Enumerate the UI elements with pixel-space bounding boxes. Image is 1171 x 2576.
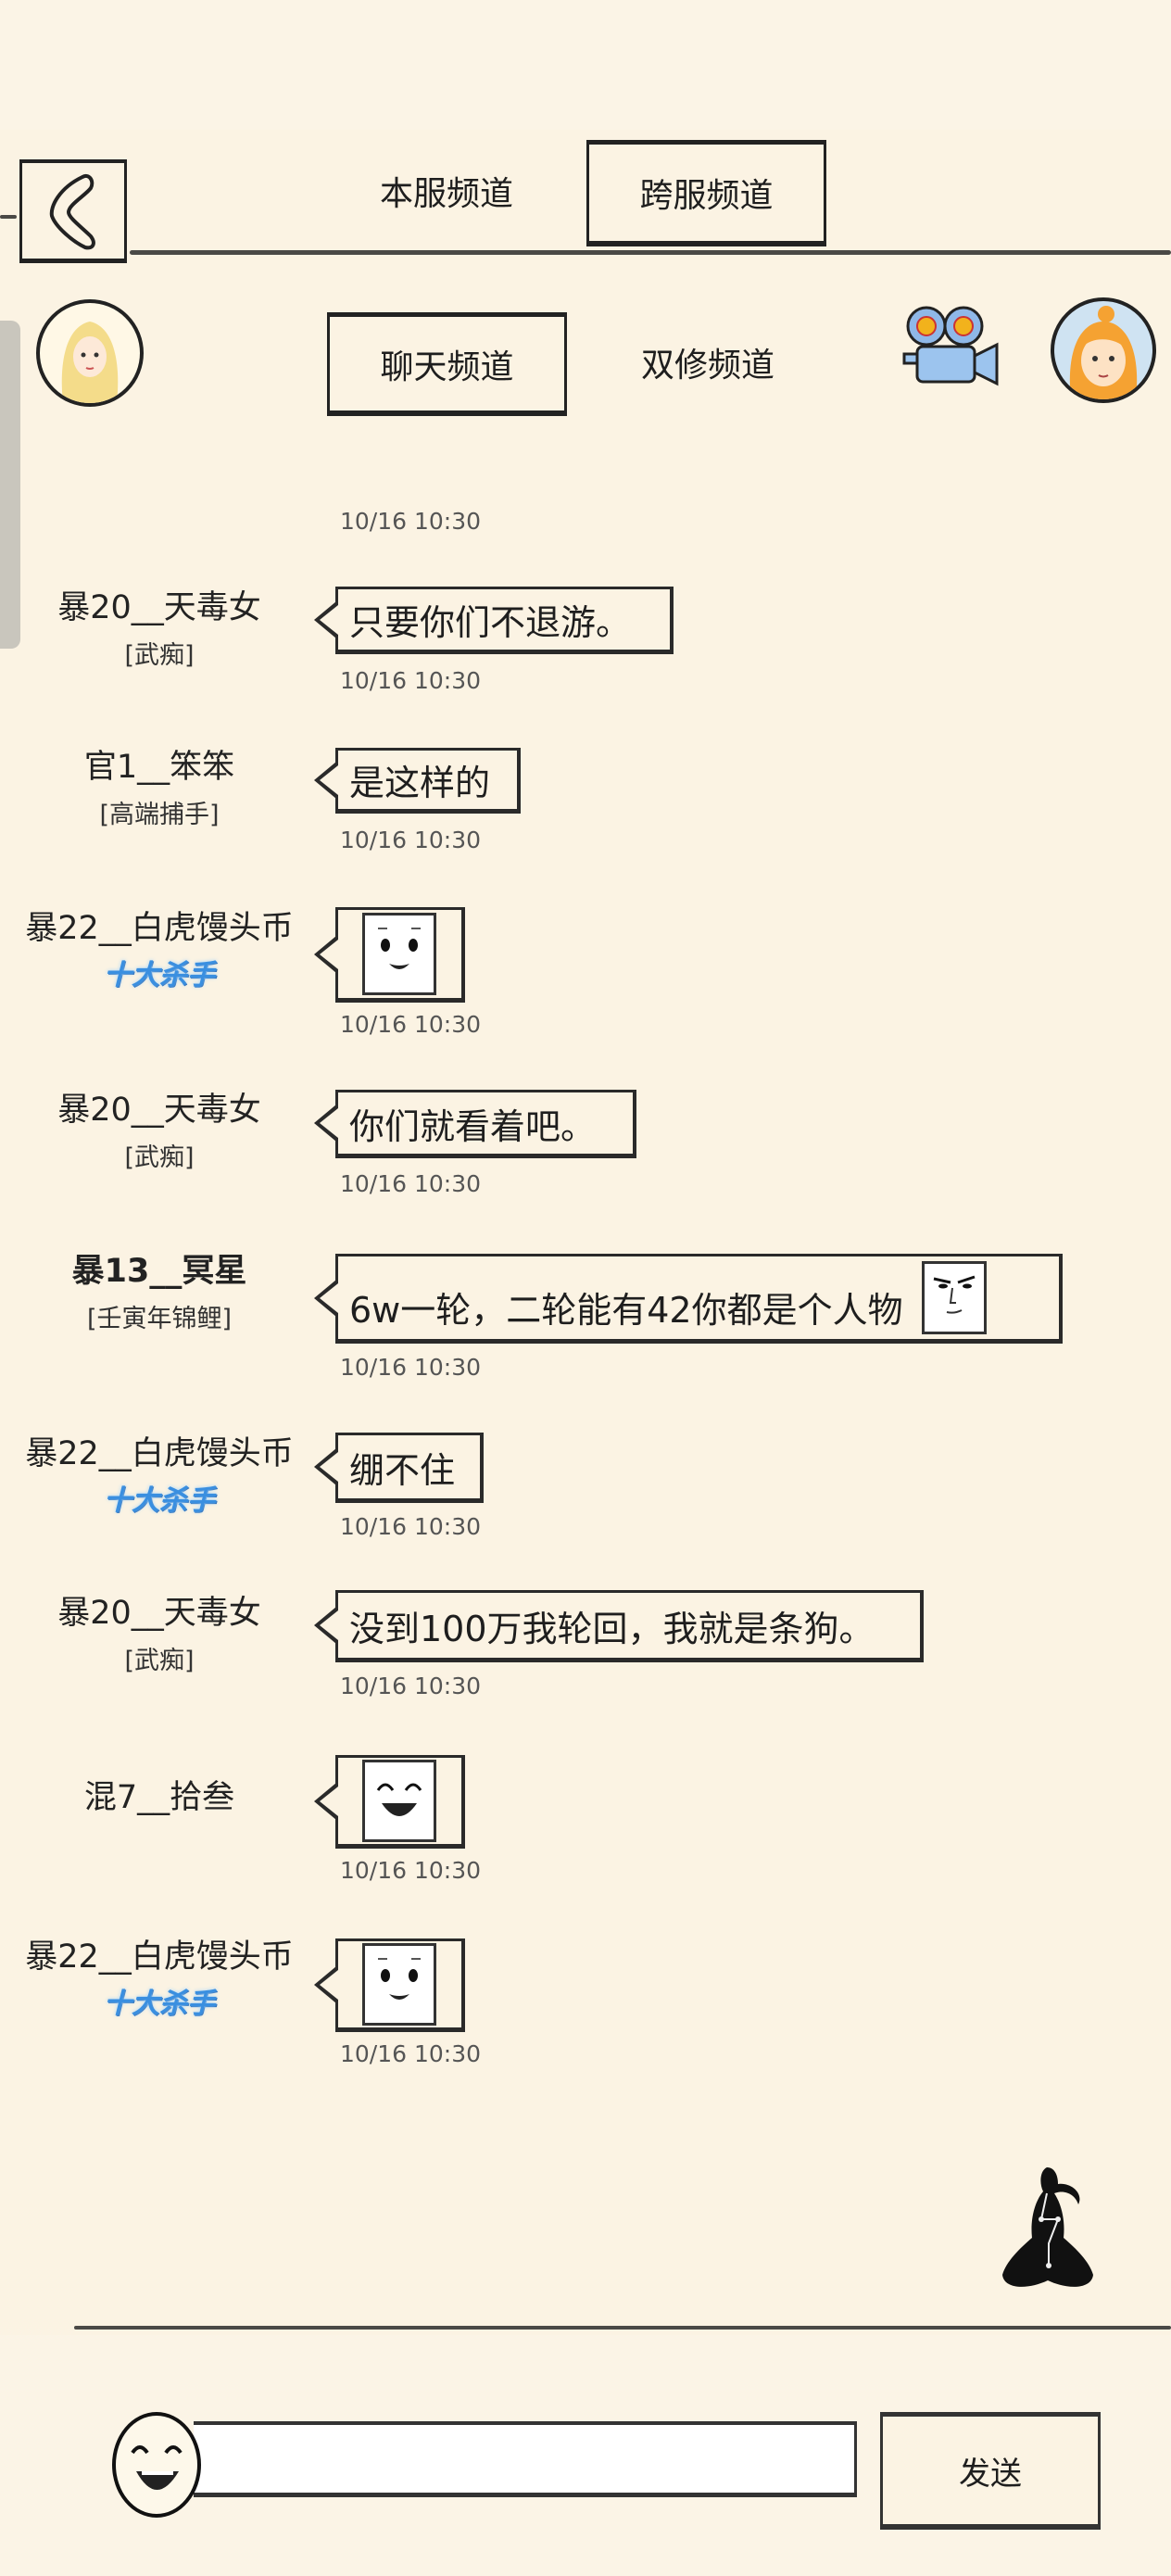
tab-cross-server[interactable]: 跨服频道: [586, 140, 826, 246]
npc-avatar-icon: [1069, 306, 1138, 399]
sender-name[interactable]: 官1__笨笨: [83, 749, 235, 786]
message-bubble[interactable]: 6w一轮，二轮能有42你都是个人物: [314, 1254, 1063, 1344]
sender-rank-badge: 十大杀手: [104, 1484, 215, 1517]
sender-name[interactable]: 暴13__冥星: [71, 1253, 247, 1290]
smug-face-emoji-icon: [921, 1261, 987, 1334]
status-area: [0, 0, 1171, 130]
message-timestamp: 10/16 10:30: [340, 827, 482, 853]
sender-title-tag: [壬寅年锦鲤]: [86, 1305, 233, 1333]
message-text: 6w一轮，二轮能有42你都是个人物: [349, 1290, 903, 1331]
message-timestamp: 10/16 10:30: [340, 1857, 482, 1884]
sender-rank-badge: 十大杀手: [104, 959, 215, 991]
tab-local-server[interactable]: 本服频道: [379, 175, 513, 213]
sender-name[interactable]: 暴20__天毒女: [57, 1092, 261, 1129]
video-camera-icon[interactable]: [900, 304, 1005, 394]
emoji-button[interactable]: [112, 2412, 201, 2518]
footer-divider: [74, 2326, 1171, 2330]
message-timestamp: 10/16 10:30: [340, 2040, 482, 2067]
back-chevron-icon: [49, 173, 95, 249]
message-bubble[interactable]: 你们就看着吧。: [314, 1090, 636, 1158]
meditation-figure-icon[interactable]: [982, 2166, 1114, 2292]
send-button[interactable]: 发送: [880, 2412, 1101, 2530]
sender-name[interactable]: 暴22__白虎馒头币: [25, 1938, 294, 1976]
message-bubble[interactable]: [314, 1755, 465, 1849]
player-avatar[interactable]: [36, 299, 144, 407]
message-timestamp: 10/16 10:30: [340, 1354, 482, 1381]
happy-face-emoji-icon: [362, 913, 436, 995]
message-text: 你们就看着吧。: [349, 1105, 597, 1147]
sender-title-tag: [武痴]: [124, 1647, 195, 1675]
tab-chat-channel[interactable]: 聊天频道: [327, 312, 567, 416]
message-timestamp: 10/16 10:30: [340, 1513, 482, 1540]
sender-name[interactable]: 暴20__天毒女: [57, 1595, 261, 1632]
player-avatar-icon: [61, 322, 119, 403]
tab-dual-cultivation-channel[interactable]: 双修频道: [640, 347, 774, 385]
message-bubble[interactable]: 绷不住: [314, 1433, 484, 1503]
side-drawer-handle[interactable]: [0, 321, 20, 649]
message-timestamp: 10/16 10:30: [340, 1673, 482, 1699]
message-bubble[interactable]: [314, 1938, 465, 2032]
npc-avatar[interactable]: [1051, 297, 1156, 403]
message-text: 只要你们不退游。: [349, 602, 632, 643]
chat-input[interactable]: [194, 2421, 857, 2497]
sender-name[interactable]: 暴20__天毒女: [57, 589, 261, 626]
message-bubble[interactable]: [314, 907, 465, 1003]
laughing-face-emoji-icon: [362, 1760, 436, 1842]
message-text: 绷不住: [349, 1449, 456, 1491]
sender-name[interactable]: 暴22__白虎馒头币: [25, 1435, 294, 1472]
message-timestamp: 10/16 10:30: [340, 1170, 482, 1197]
sender-title-tag: [武痴]: [124, 1143, 195, 1172]
header-divider-left: [0, 215, 17, 219]
sender-title-tag: [高端捕手]: [99, 801, 220, 829]
message-timestamp: 10/16 10:30: [340, 1011, 482, 1038]
message-bubble[interactable]: 是这样的: [314, 748, 521, 814]
sender-name[interactable]: 混7__拾叁: [83, 1779, 235, 1816]
header-divider: [130, 250, 1171, 255]
message-text: 没到100万我轮回，我就是条狗。: [349, 1608, 875, 1649]
back-button[interactable]: [19, 159, 127, 263]
message-bubble[interactable]: 没到100万我轮回，我就是条狗。: [314, 1590, 924, 1662]
message-bubble[interactable]: 只要你们不退游。: [314, 587, 674, 654]
message-text: 是这样的: [349, 763, 491, 803]
happy-face-emoji-icon: [362, 1943, 436, 2026]
sender-rank-badge: 十大杀手: [104, 1988, 215, 2020]
sender-title-tag: [武痴]: [124, 641, 195, 670]
message-timestamp: 10/16 10:30: [340, 508, 482, 535]
message-timestamp: 10/16 10:30: [340, 667, 482, 694]
laughing-face-icon: [131, 2445, 183, 2490]
sender-name[interactable]: 暴22__白虎馒头币: [25, 910, 294, 947]
